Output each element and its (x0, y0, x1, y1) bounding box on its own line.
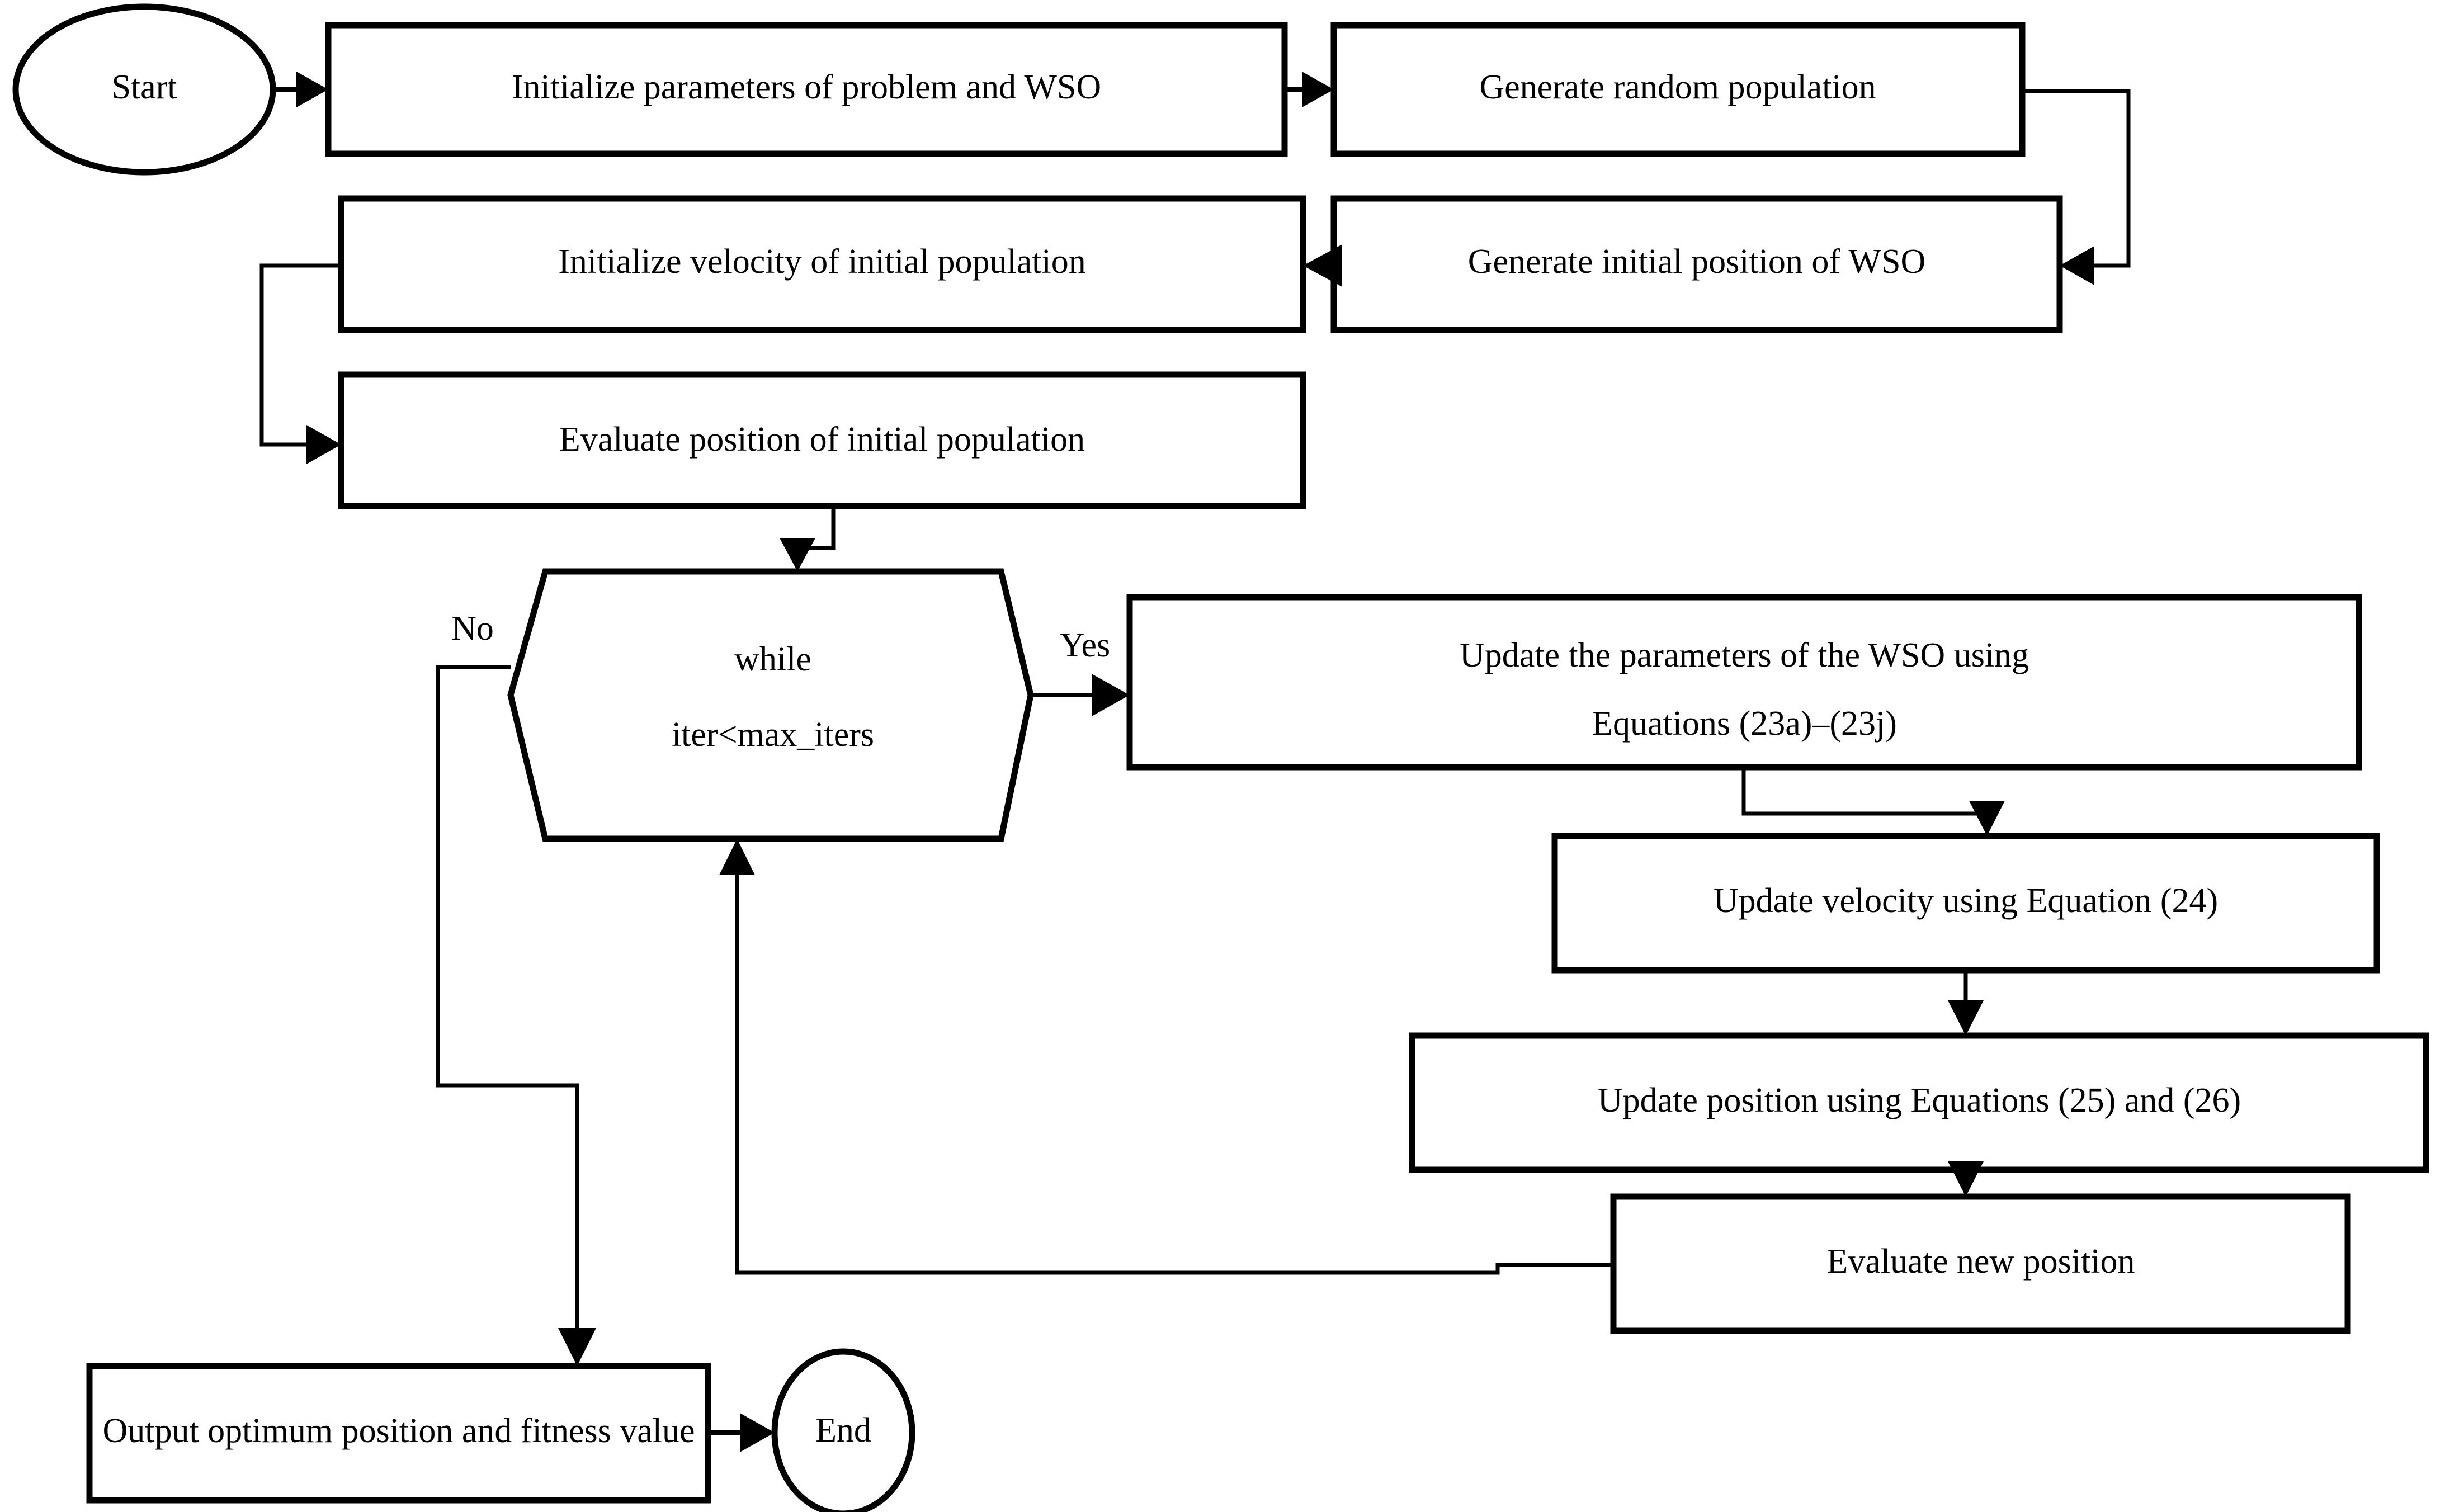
arrow-head-right-icon (306, 425, 341, 464)
evaluate-new-position-label: Evaluate new position (1827, 1242, 2135, 1281)
arrow-head-right-icon (296, 72, 328, 107)
node-end[interactable]: End (771, 1348, 915, 1512)
end-label: End (815, 1411, 871, 1449)
edge-while-no-to-output-result: No (436, 609, 596, 1366)
update-velocity-label: Update velocity using Equation (24) (1714, 882, 2218, 920)
evaluate-initial-position-rect-shape (338, 371, 1306, 509)
output-result-rect-shape (86, 1363, 711, 1504)
arrow-head-right-icon (1302, 72, 1334, 107)
generate-random-population-rect-shape (1330, 22, 2026, 157)
node-generate-random-population[interactable]: Generate random population (1330, 22, 2026, 157)
edge-output-result-to-end (708, 1413, 775, 1452)
edge-update-velocity-to-update-position (1948, 970, 1984, 1036)
initialize-velocity-label: Initialize velocity of initial populatio… (558, 243, 1086, 281)
edge-update-parameters-to-update-velocity (1741, 767, 2005, 836)
arrow-head-right-icon (1092, 674, 1130, 716)
edge-init-params-to-generate-random-population (1285, 72, 1334, 107)
arrow-head-left-icon (2060, 246, 2094, 285)
edge-generate-initial-position-to-initialize-velocity (1303, 244, 1342, 287)
node-while-decision[interactable]: while iter<max_iters (507, 568, 1034, 842)
edge-polyline-segment (735, 870, 1613, 1275)
while-decision-hexagon-shape (507, 568, 1034, 842)
arrow-head-right-icon (740, 1413, 775, 1452)
arrow-head-down-icon (780, 538, 815, 571)
edge-generate-random-to-generate-initial-position (2022, 89, 2131, 285)
edge-start-to-init-params (273, 72, 328, 107)
node-initialize-velocity[interactable]: Initialize velocity of initial populatio… (338, 195, 1306, 333)
start-label: Start (111, 68, 177, 106)
generate-initial-position-rect-shape (1330, 195, 2063, 333)
update-position-rect-shape (1409, 1032, 2429, 1173)
while-decision-label-line1: while (734, 640, 811, 678)
edge-polyline-segment (259, 263, 341, 447)
edge-evaluate-initial-position-to-while (780, 506, 836, 571)
generate-initial-position-label: Generate initial position of WSO (1468, 243, 1925, 281)
update-parameters-label-line1: Update the parameters of the WSO using (1460, 636, 2029, 674)
node-update-parameters[interactable]: Update the parameters of the WSO using E… (1126, 594, 2362, 771)
generate-random-population-label: Generate random population (1479, 68, 1876, 106)
edge-evaluate-new-position-to-while (719, 839, 1613, 1275)
output-result-label: Output optimum position and fitness valu… (102, 1412, 695, 1450)
init-params-label: Initialize parameters of problem and WSO (512, 68, 1101, 106)
node-evaluate-new-position[interactable]: Evaluate new position (1610, 1193, 2351, 1334)
arrow-head-down-icon (1948, 1000, 1984, 1036)
edge-while-yes-to-update-parameters: Yes (1031, 626, 1130, 716)
initialize-velocity-rect-shape (338, 195, 1306, 333)
edge-label-no: No (451, 609, 494, 648)
edge-update-position-to-evaluate-new-position (1948, 1161, 1984, 1197)
evaluate-initial-position-label: Evaluate position of initial population (559, 420, 1085, 459)
node-start[interactable]: Start (12, 3, 276, 176)
arrow-head-down-icon (558, 1328, 596, 1366)
init-params-rect-shape (325, 22, 1288, 157)
edge-initialize-velocity-to-evaluate-initial-position (259, 263, 341, 464)
update-velocity-rect-shape (1551, 833, 2380, 974)
edge-polyline-segment (436, 665, 579, 1336)
node-update-velocity[interactable]: Update velocity using Equation (24) (1551, 833, 2380, 974)
node-generate-initial-position[interactable]: Generate initial position of WSO (1330, 195, 2063, 333)
node-update-position[interactable]: Update position using Equations (25) and… (1409, 1032, 2429, 1173)
arrow-head-down-icon (1969, 801, 2005, 836)
node-init-params[interactable]: Initialize parameters of problem and WSO (325, 22, 1288, 157)
edge-polyline-segment (1741, 767, 1989, 816)
node-output-result[interactable]: Output optimum position and fitness valu… (86, 1363, 711, 1504)
arrow-head-up-icon (719, 839, 755, 875)
node-evaluate-initial-position[interactable]: Evaluate position of initial population (338, 371, 1306, 509)
edge-label-yes: Yes (1060, 626, 1110, 664)
arrow-head-down-icon (1948, 1161, 1984, 1197)
update-parameters-label-line2: Equations (23a)–(23j) (1592, 705, 1897, 743)
arrow-head-left-icon (1303, 244, 1342, 287)
while-decision-label-line2: iter<max_iters (672, 716, 874, 754)
update-position-label: Update position using Equations (25) and… (1598, 1081, 2241, 1119)
edge-polyline-segment (2022, 89, 2131, 268)
